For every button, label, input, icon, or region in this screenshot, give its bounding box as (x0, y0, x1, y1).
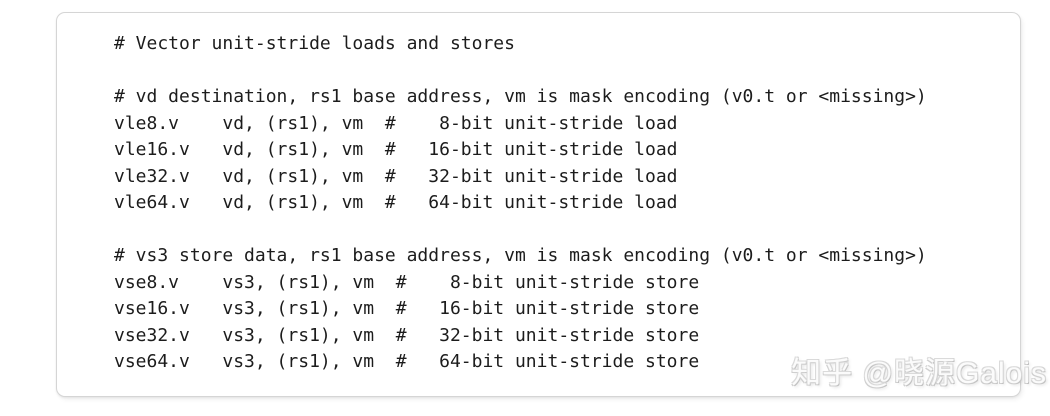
code-content: # Vector unit-stride loads and stores # … (114, 33, 927, 372)
code-block-card: # Vector unit-stride loads and stores # … (56, 12, 1021, 397)
